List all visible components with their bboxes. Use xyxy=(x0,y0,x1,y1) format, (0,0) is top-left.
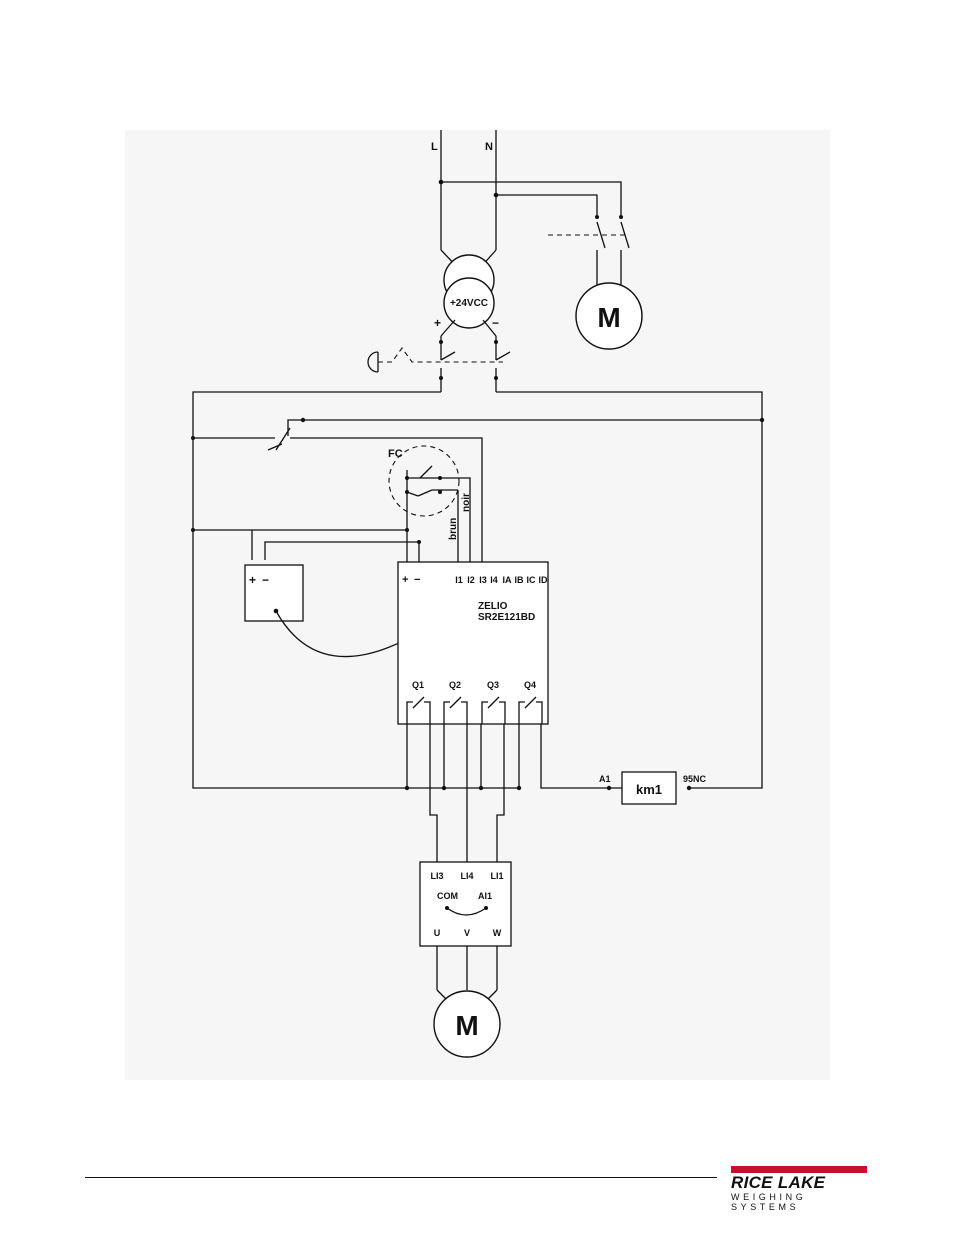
plc-output-label: Q4 xyxy=(524,680,536,690)
drive-output-u: U xyxy=(434,928,441,938)
plc-input-ib: IB xyxy=(515,575,525,585)
plc-input-ic: IC xyxy=(527,575,537,585)
footer-rule xyxy=(85,1177,717,1178)
plc-input-i3: I3 xyxy=(479,575,487,585)
plc-output-label: Q2 xyxy=(449,680,461,690)
drive-output-v: V xyxy=(464,928,470,938)
rice-lake-logo: RICE LAKE WEIGHING SYSTEMS xyxy=(731,1166,867,1212)
drive-ai1: AI1 xyxy=(478,891,492,901)
plc-input-id: ID xyxy=(539,575,549,585)
drive-output-w: W xyxy=(493,928,502,938)
plc-input-ia: IA xyxy=(503,575,513,585)
drive-com: COM xyxy=(437,891,458,901)
line-label: L xyxy=(431,141,438,153)
plc-input-i1: I1 xyxy=(455,575,463,585)
transformer-minus: − xyxy=(492,316,499,330)
main-motor: M xyxy=(434,991,500,1057)
plc-output-label: Q1 xyxy=(412,680,424,690)
transformer-output-label: +24VCC xyxy=(450,298,488,309)
contactor-label: km1 xyxy=(636,782,662,797)
plc-model: SR2E121BD xyxy=(478,612,535,623)
logo-brand: RICE LAKE xyxy=(731,1174,867,1192)
pump-motor: M xyxy=(576,283,642,349)
plc-minus: − xyxy=(414,574,420,586)
logo-bar xyxy=(731,1166,867,1173)
drive-input-li4: LI4 xyxy=(460,871,473,881)
contactor-95nc: 95NC xyxy=(683,774,707,784)
drive-input-li1: LI1 xyxy=(490,871,503,881)
pump-motor-label: M xyxy=(597,302,620,333)
plc-plus: + xyxy=(402,574,408,586)
contactor-a1: A1 xyxy=(599,774,611,784)
limit-switch-label: FC xyxy=(388,448,403,460)
drive-input-li3: LI3 xyxy=(430,871,443,881)
drive-inputs: LI3 LI4 LI1 xyxy=(430,871,503,881)
plc-input-i2: I2 xyxy=(467,575,475,585)
logo-tagline: WEIGHING SYSTEMS xyxy=(731,1192,867,1212)
plc-input-i4: I4 xyxy=(490,575,498,585)
plc-output-label: Q3 xyxy=(487,680,499,690)
wire-brown-label: brun xyxy=(448,518,459,540)
main-motor-label: M xyxy=(455,1010,478,1041)
sensor-plus: + xyxy=(249,573,256,587)
sensor-minus: − xyxy=(262,573,269,587)
neutral-label: N xyxy=(485,141,493,153)
transformer-plus: + xyxy=(434,316,441,330)
wire-black-label: noir xyxy=(461,493,472,512)
plc-name: ZELIO xyxy=(478,601,508,612)
